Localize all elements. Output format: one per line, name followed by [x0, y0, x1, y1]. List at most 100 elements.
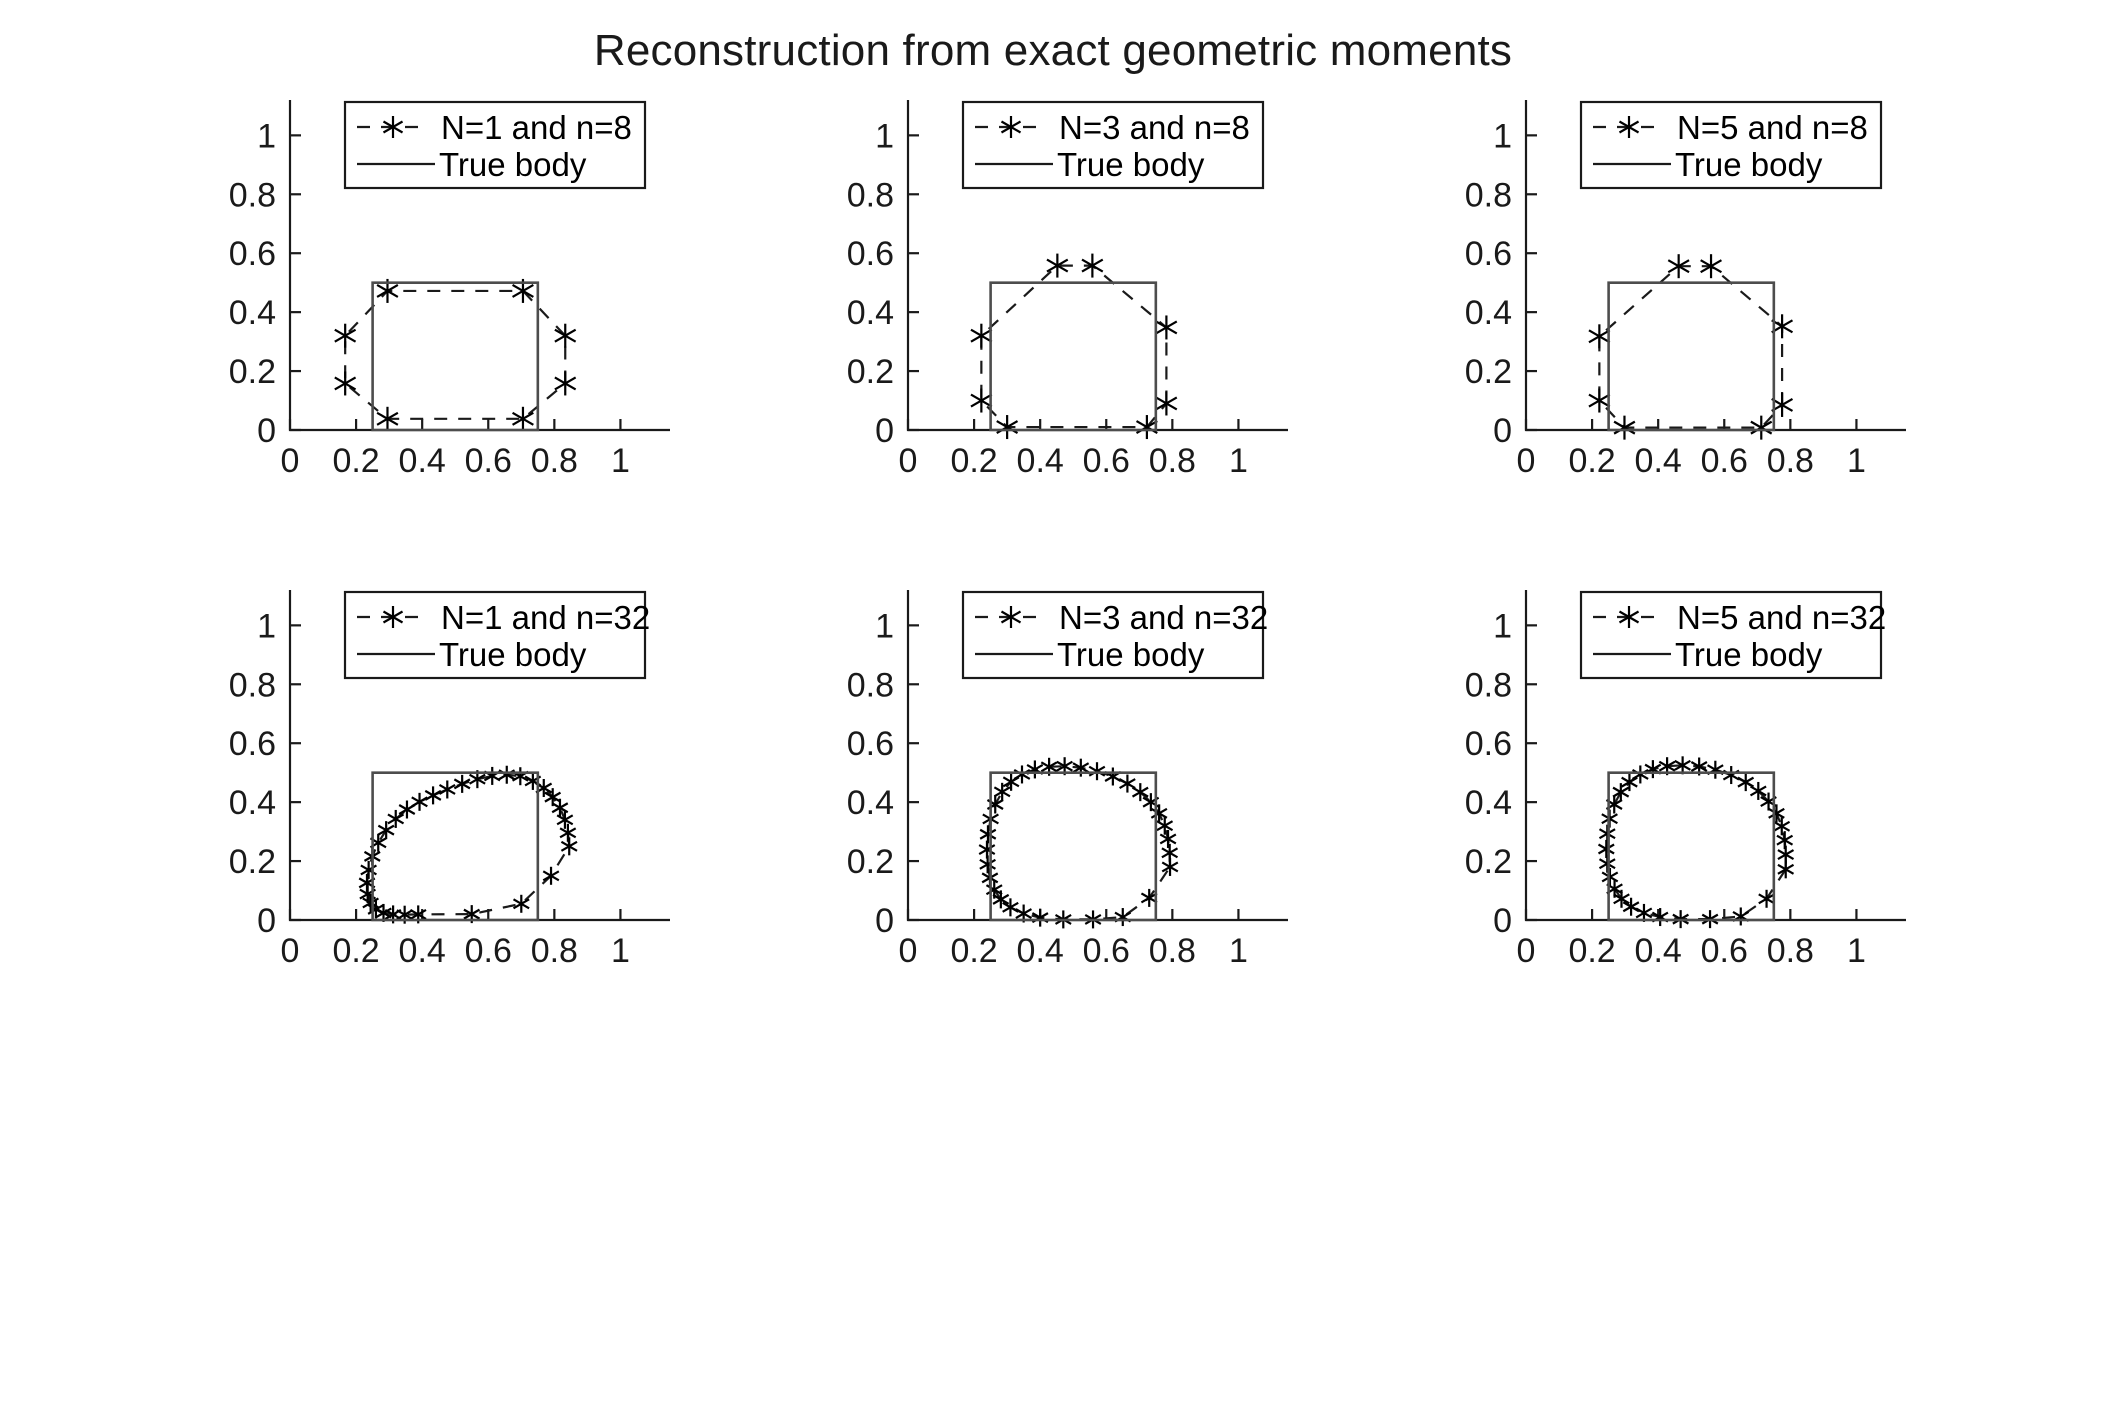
legend-box[interactable]: [961, 100, 1265, 190]
data-marker: [554, 323, 577, 348]
legend-box[interactable]: [1579, 100, 1883, 190]
y-tick-label: 0.2: [229, 843, 276, 881]
y-tick-label: 0.6: [847, 725, 894, 763]
legend-box[interactable]: [961, 590, 1265, 680]
data-marker: [382, 116, 404, 138]
data-marker: [1771, 314, 1794, 339]
legend-label-reconstruction: N=3 and n=8: [1059, 109, 1250, 146]
data-marker: [1088, 762, 1106, 781]
x-tick-label: 0.4: [1635, 932, 1682, 970]
y-tick-label: 1: [1493, 607, 1512, 645]
x-tick-label: 0.4: [399, 932, 446, 970]
y-tick-label: 0: [257, 902, 276, 940]
legend-label-true-body: True body: [1675, 636, 1823, 673]
data-marker: [382, 606, 404, 628]
y-tick-label: 0.4: [1465, 294, 1512, 332]
data-marker: [1771, 392, 1794, 417]
data-marker: [411, 792, 428, 811]
y-tick-label: 1: [257, 117, 276, 155]
y-tick-label: 0.2: [1465, 353, 1512, 391]
x-tick-label: 0.8: [1149, 932, 1196, 970]
data-marker: [1722, 766, 1740, 785]
data-marker: [1613, 889, 1630, 908]
data-marker: [992, 890, 1010, 909]
data-marker: [1621, 773, 1638, 792]
x-tick-label: 1: [611, 442, 630, 480]
x-tick-label: 0: [1517, 932, 1536, 970]
y-tick-label: 0.2: [847, 843, 894, 881]
data-marker: [334, 323, 357, 348]
x-tick-label: 0.8: [1767, 932, 1814, 970]
data-marker: [1588, 324, 1611, 349]
y-tick-label: 0.2: [1465, 843, 1512, 881]
y-tick-label: 0.4: [1465, 784, 1512, 822]
data-marker: [1750, 415, 1773, 440]
x-tick-label: 0.4: [1017, 932, 1064, 970]
y-tick-label: 0.4: [229, 784, 276, 822]
data-marker: [1768, 804, 1785, 823]
data-marker: [1161, 843, 1179, 862]
data-marker: [1000, 116, 1022, 138]
y-tick-label: 0.8: [847, 176, 894, 214]
data-marker: [1667, 254, 1690, 279]
data-marker: [424, 786, 442, 805]
x-tick-label: 0.6: [1701, 932, 1748, 970]
data-marker: [377, 821, 395, 840]
data-marker: [1674, 756, 1691, 775]
data-marker: [376, 406, 399, 431]
data-marker: [1104, 767, 1122, 786]
data-marker: [979, 825, 997, 844]
legend-label-reconstruction: N=5 and n=32: [1677, 599, 1886, 636]
data-marker: [970, 323, 993, 348]
x-tick-label: 0: [1517, 442, 1536, 480]
data-marker: [1618, 606, 1640, 628]
reconstruction-curve: [985, 765, 1172, 921]
legend-box[interactable]: [343, 100, 647, 190]
y-tick-label: 0: [875, 902, 894, 940]
reconstruction-curve: [1605, 764, 1787, 921]
y-tick-label: 0.6: [847, 235, 894, 273]
data-marker: [1002, 772, 1020, 791]
data-marker: [1749, 781, 1767, 800]
x-tick-label: 0.4: [399, 442, 446, 480]
x-tick-label: 0.4: [1635, 442, 1682, 480]
true-body-outline: [371, 771, 540, 922]
x-tick-label: 1: [1229, 442, 1248, 480]
data-marker: [542, 866, 560, 885]
data-marker: [544, 788, 562, 807]
x-tick-label: 0: [899, 932, 918, 970]
data-marker: [1119, 774, 1136, 793]
legend-box[interactable]: [1579, 590, 1883, 680]
x-tick-label: 0.2: [332, 442, 379, 480]
x-tick-label: 0.6: [1083, 442, 1130, 480]
x-tick-label: 0.8: [1149, 442, 1196, 480]
true-body-outline: [1607, 771, 1776, 922]
data-marker: [1150, 804, 1168, 823]
data-marker: [1737, 773, 1755, 792]
reconstruction-curve: [1598, 265, 1784, 429]
y-tick-label: 0.2: [229, 353, 276, 391]
legend-box[interactable]: [343, 590, 647, 680]
data-marker: [1081, 253, 1104, 278]
y-tick-label: 0: [257, 412, 276, 450]
true-body-outline: [989, 281, 1158, 432]
y-tick-label: 0.6: [229, 725, 276, 763]
y-tick-label: 0.4: [847, 294, 894, 332]
data-marker: [438, 780, 456, 799]
y-tick-label: 0.8: [1465, 666, 1512, 704]
legend-label-true-body: True body: [439, 636, 587, 673]
y-tick-label: 0.8: [229, 666, 276, 704]
legend-label-reconstruction: N=1 and n=32: [441, 599, 650, 636]
legend-label-true-body: True body: [1675, 146, 1823, 183]
data-marker: [360, 860, 377, 879]
